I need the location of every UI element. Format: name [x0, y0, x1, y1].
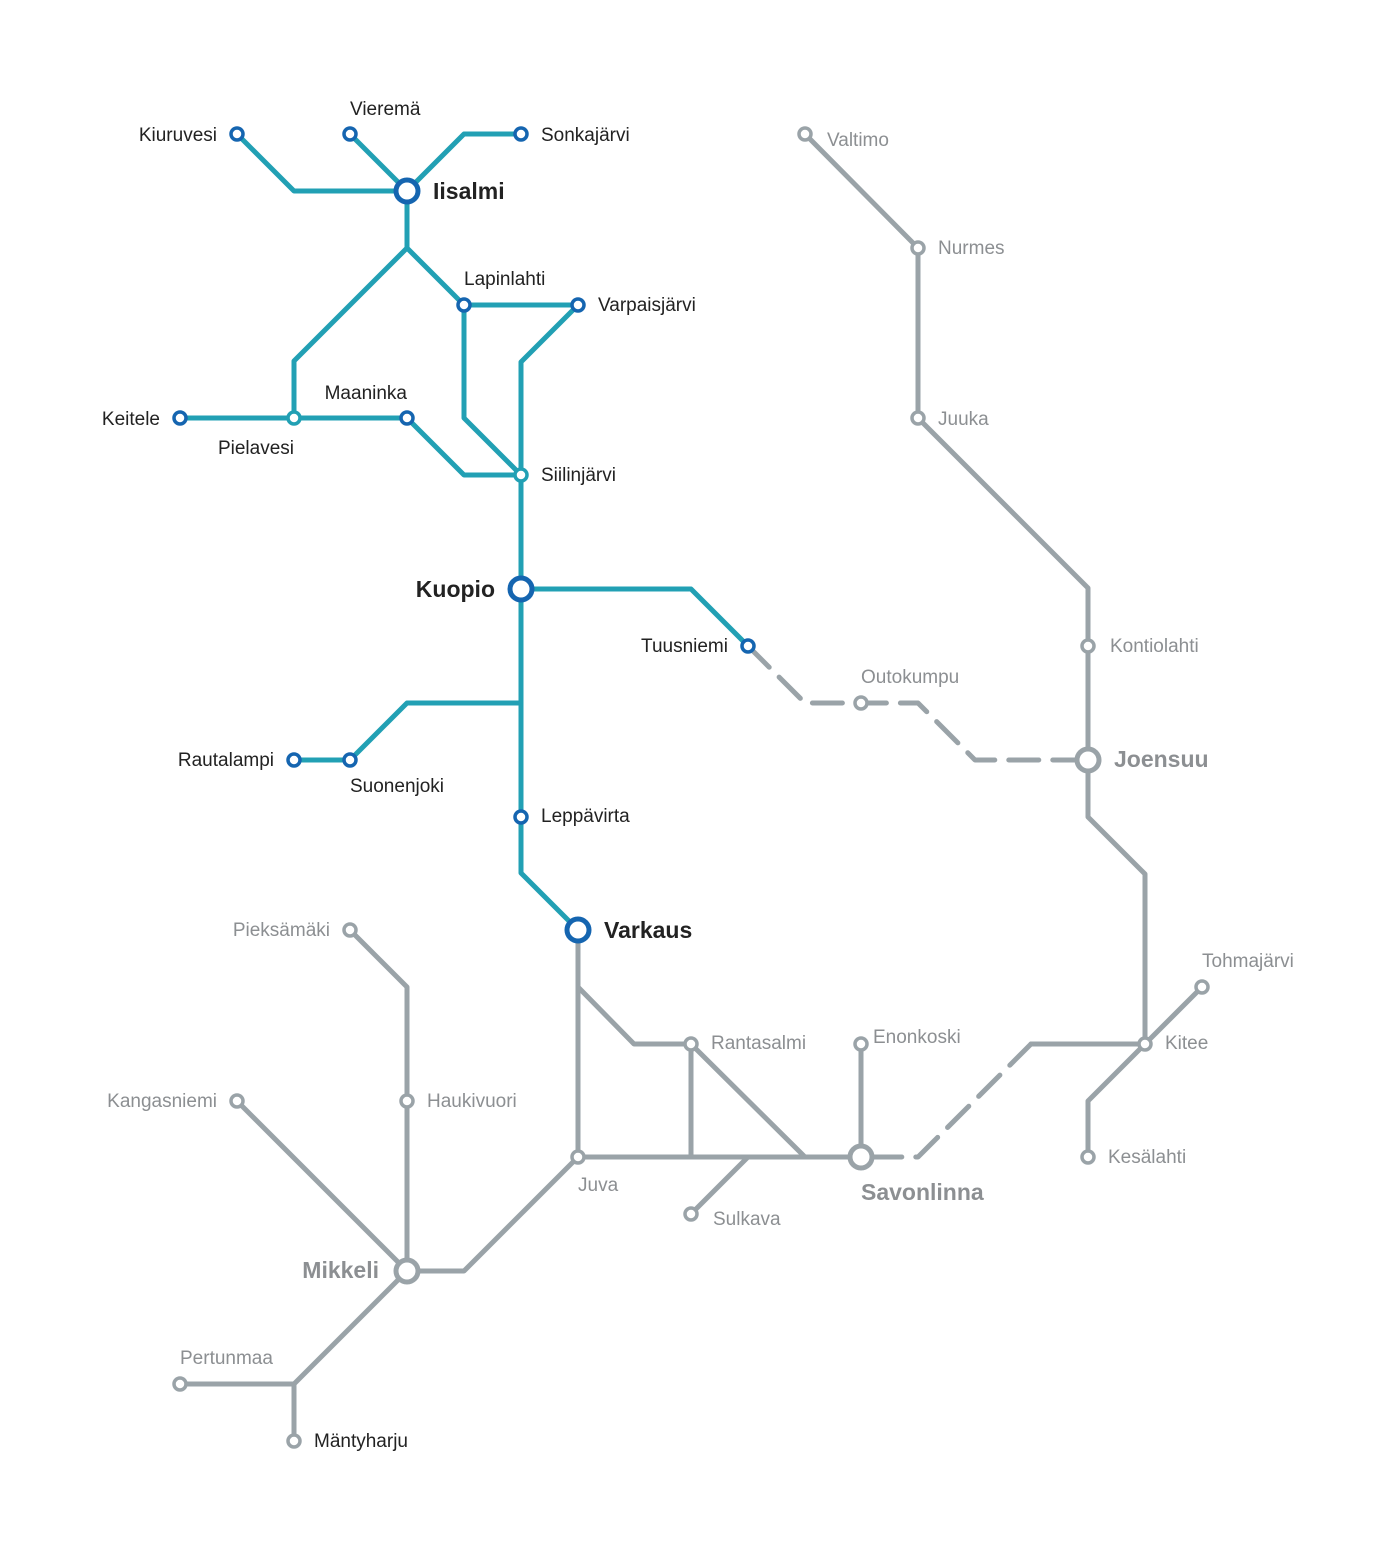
label-enonkoski: Enonkoski	[873, 1027, 961, 1048]
line-mikkeli-juva	[404, 1154, 581, 1274]
label-tohmajarvi: Tohmajärvi	[1202, 951, 1294, 972]
line-kiuruvesi-iisalmi	[234, 131, 410, 194]
station-maaninka[interactable]	[399, 410, 415, 426]
label-keitele: Keitele	[102, 409, 160, 430]
station-varkaus[interactable]	[564, 916, 592, 944]
station-outokumpu[interactable]	[853, 695, 869, 711]
label-tuusniemi: Tuusniemi	[641, 636, 728, 657]
label-haukivuori: Haukivuori	[427, 1091, 517, 1112]
label-kontiolahti: Kontiolahti	[1110, 636, 1199, 657]
line-joensuu-kesalahti	[1085, 757, 1148, 1160]
line-rautalampi-branch	[291, 700, 524, 763]
line-sulkava	[688, 1154, 751, 1217]
station-tuusniemi[interactable]	[740, 638, 756, 654]
label-iisalmi: Iisalmi	[433, 178, 505, 204]
label-juuka: Juuka	[938, 409, 989, 430]
station-kangasniemi[interactable]	[229, 1093, 245, 1109]
station-rantasalmi[interactable]	[683, 1036, 699, 1052]
line-kitee-savonlinna-dashed	[858, 1041, 1034, 1160]
station-nurmes[interactable]	[910, 240, 926, 256]
label-kitee: Kitee	[1165, 1033, 1208, 1054]
station-joensuu[interactable]	[1074, 746, 1102, 774]
line-kangasniemi-mikkeli	[234, 1098, 410, 1274]
station-rautalampi[interactable]	[286, 752, 302, 768]
station-leppavirta[interactable]	[513, 809, 529, 825]
station-sulkava[interactable]	[683, 1206, 699, 1222]
station-keitele[interactable]	[172, 410, 188, 426]
station-juva[interactable]	[570, 1149, 586, 1165]
label-mikkeli: Mikkeli	[302, 1257, 379, 1283]
label-sulkava: Sulkava	[713, 1209, 781, 1230]
line-rantasalmi-savonlinna	[688, 1041, 808, 1160]
line-iisalmi-lapinlahti	[404, 245, 467, 308]
line-maaninka-siilinjarvi	[404, 415, 524, 478]
station-suonenjoki[interactable]	[342, 752, 358, 768]
label-suonenjoki: Suonenjoki	[350, 776, 444, 797]
label-kuopio: Kuopio	[416, 576, 495, 602]
label-kesalahti: Kesälahti	[1108, 1147, 1186, 1168]
label-nurmes: Nurmes	[938, 238, 1005, 259]
station-mantyharju[interactable]	[286, 1433, 302, 1449]
inactive-lines	[177, 131, 1205, 1444]
station-sonkajarvi[interactable]	[513, 126, 529, 142]
label-savonlinna: Savonlinna	[861, 1179, 984, 1205]
station-iisalmi[interactable]	[393, 177, 421, 205]
station-juuka[interactable]	[910, 410, 926, 426]
station-savonlinna[interactable]	[847, 1143, 875, 1171]
label-varpaisjarvi: Varpaisjärvi	[598, 295, 696, 316]
label-kangasniemi: Kangasniemi	[107, 1091, 217, 1112]
label-joensuu: Joensuu	[1114, 746, 1209, 772]
station-kesalahti[interactable]	[1080, 1149, 1096, 1165]
line-lapinlahti-siilinjarvi	[461, 302, 524, 478]
label-juva: Juva	[578, 1175, 619, 1196]
label-lapinlahti: Lapinlahti	[464, 269, 545, 290]
station-mikkeli[interactable]	[393, 1257, 421, 1285]
line-kitee-tohmajarvi	[1142, 984, 1205, 1047]
station-haukivuori[interactable]	[399, 1093, 415, 1109]
label-valtimo: Valtimo	[827, 130, 889, 151]
line-varpaisjarvi-siilinjarvi	[518, 302, 581, 478]
line-varkaus-rantasalmi	[575, 984, 694, 1047]
label-sonkajarvi: Sonkajärvi	[541, 125, 630, 146]
label-pielavesi: Pielavesi	[218, 438, 294, 459]
station-kuopio[interactable]	[507, 575, 535, 603]
label-mantyharju: Mäntyharju	[314, 1431, 408, 1452]
station-siilinjarvi[interactable]	[513, 467, 529, 483]
station-kontiolahti[interactable]	[1080, 638, 1096, 654]
line-iisalmi-sonkajarvi	[404, 131, 524, 194]
label-kiuruvesi: Kiuruvesi	[139, 125, 217, 146]
label-vierema: Vieremä	[350, 99, 421, 120]
stations	[172, 126, 1210, 1449]
station-kiuruvesi[interactable]	[229, 126, 245, 142]
station-pieksamaki[interactable]	[342, 922, 358, 938]
station-pertunmaa[interactable]	[172, 1376, 188, 1392]
line-pieksamaki-mikkeli	[347, 927, 410, 1274]
label-siilinjarvi: Siilinjärvi	[541, 465, 616, 486]
station-vierema[interactable]	[342, 126, 358, 142]
label-rantasalmi: Rantasalmi	[711, 1033, 806, 1054]
station-valtimo[interactable]	[797, 126, 813, 142]
station-varpaisjarvi[interactable]	[570, 297, 586, 313]
station-tohmajarvi[interactable]	[1194, 979, 1210, 995]
line-kuopio-tuusniemi	[518, 586, 751, 649]
label-pieksamaki: Pieksämäki	[233, 920, 330, 941]
station-kitee[interactable]	[1137, 1036, 1153, 1052]
line-tuusniemi-joensuu-dashed	[745, 643, 1091, 763]
label-varkaus: Varkaus	[604, 917, 692, 943]
station-pielavesi[interactable]	[286, 410, 302, 426]
line-iisalmi-pielavesi	[291, 245, 410, 421]
active-lines	[177, 131, 751, 933]
label-pertunmaa: Pertunmaa	[180, 1348, 273, 1369]
label-outokumpu: Outokumpu	[861, 667, 959, 688]
label-leppavirta: Leppävirta	[541, 806, 630, 827]
label-maaninka: Maaninka	[325, 383, 408, 404]
station-labels: Iisalmi Kiuruvesi Vieremä Sonkajärvi Lap…	[102, 99, 1294, 1452]
label-rautalampi: Rautalampi	[178, 750, 274, 771]
station-enonkoski[interactable]	[853, 1036, 869, 1052]
line-siilinjarvi-varkaus	[518, 472, 581, 933]
station-lapinlahti[interactable]	[456, 297, 472, 313]
